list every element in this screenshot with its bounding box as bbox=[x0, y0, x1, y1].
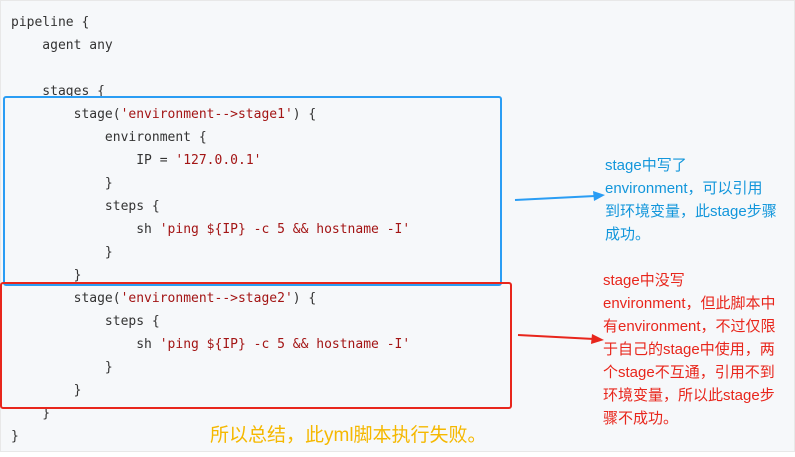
code-line: agent any bbox=[11, 38, 113, 53]
code-line: } bbox=[11, 360, 113, 375]
stage1-annotation: stage中写了 environment，可以引用 到环境变量，此stage步骤… bbox=[605, 157, 777, 243]
red-arrow bbox=[517, 334, 604, 344]
code-line: stage('environment-->stage1') { bbox=[11, 107, 317, 122]
summary-text: 所以总结，此yml脚本执行失败。 bbox=[210, 425, 487, 446]
code-line: } bbox=[11, 429, 19, 444]
blue-arrow bbox=[514, 191, 605, 201]
code-line: steps { bbox=[11, 199, 160, 214]
code-line: sh 'ping ${IP} -c 5 && hostname -I' bbox=[11, 222, 411, 237]
code-line: } bbox=[11, 245, 113, 260]
code-line: pipeline { bbox=[11, 15, 90, 30]
stage2-annotation: stage中没写 environment，但此脚本中 有environment，… bbox=[603, 272, 776, 427]
code-block: pipeline { agent any ​ stages { stage('en… bbox=[11, 11, 410, 448]
code-line: stage('environment-->stage2') { bbox=[11, 291, 317, 306]
code-line: stages { bbox=[11, 84, 105, 99]
code-line: } bbox=[11, 383, 82, 398]
code-line: IP = '127.0.0.1' bbox=[11, 153, 262, 168]
code-line: } bbox=[11, 176, 113, 191]
code-line: ​ bbox=[11, 57, 410, 80]
code-line: } bbox=[11, 268, 82, 283]
stage2-highlight-box bbox=[0, 282, 512, 409]
code-line: sh 'ping ${IP} -c 5 && hostname -I' bbox=[11, 337, 411, 352]
code-line: steps { bbox=[11, 314, 160, 329]
code-line: } bbox=[11, 406, 51, 421]
stage1-highlight-box bbox=[3, 96, 502, 286]
code-line: environment { bbox=[11, 130, 207, 145]
